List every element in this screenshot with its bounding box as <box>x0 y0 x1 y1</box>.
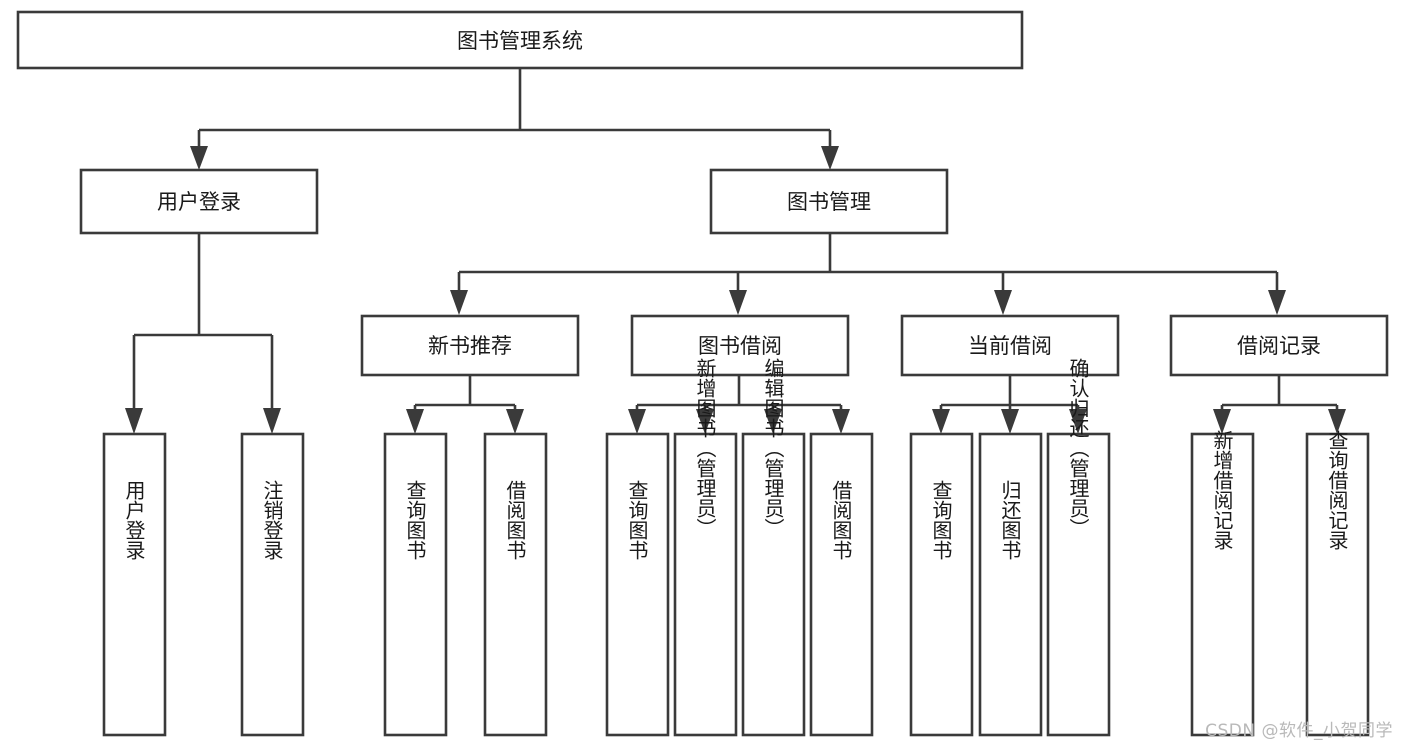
node-book-borrow-box[interactable] <box>630 314 850 377</box>
arrow-head-icon <box>406 409 424 434</box>
node-book-manage-box[interactable] <box>709 168 949 235</box>
leaf-br-add-record-label: 新增借阅记录 <box>1210 430 1234 550</box>
node-user-login-label: 用户登录 <box>157 190 241 214</box>
arrow-head-icon <box>1268 290 1286 315</box>
connector-group-root <box>190 68 839 170</box>
leaf-bb-query-book-box[interactable] <box>605 432 670 737</box>
leaf-nb-borrow-book-box[interactable] <box>483 432 548 737</box>
leaf-bb-borrow-book-label: 借阅图书 <box>829 480 853 560</box>
leaf-logout-box[interactable] <box>240 432 305 737</box>
leaf-cb-return-book[interactable]: 归还图书 <box>978 432 1043 737</box>
node-book-borrow-label: 图书借阅 <box>698 334 782 358</box>
leaf-nb-query-book-label: 查询图书 <box>403 480 427 560</box>
leaf-bb-query-book[interactable]: 查询图书 <box>605 432 670 737</box>
node-current-borrow-label: 当前借阅 <box>968 334 1052 358</box>
arrow-head-icon <box>994 290 1012 315</box>
leaf-bb-edit-book-label: 编辑图书（管理员） <box>761 358 785 538</box>
leaf-cb-return-book-box[interactable] <box>978 432 1043 737</box>
leaf-bb-borrow-book-box[interactable] <box>809 432 874 737</box>
connector-group-borrow-record <box>1213 375 1346 434</box>
connector-group-user-login <box>125 233 281 434</box>
leaf-cb-return-book-label: 归还图书 <box>998 480 1022 560</box>
leaf-cb-confirm-return[interactable]: 确认归还（管理员） <box>1046 358 1111 737</box>
leaf-bb-edit-book[interactable]: 编辑图书（管理员） <box>741 358 806 737</box>
node-root-label: 图书管理系统 <box>457 29 583 53</box>
arrow-head-icon <box>125 408 143 434</box>
arrow-head-icon <box>729 290 747 315</box>
connector-group-book-borrow <box>628 375 850 434</box>
node-new-book-recommend-label: 新书推荐 <box>428 334 512 358</box>
leaf-bb-borrow-book[interactable]: 借阅图书 <box>809 432 874 737</box>
arrow-head-icon <box>190 146 208 170</box>
arrow-head-icon <box>696 409 714 434</box>
node-book-manage[interactable]: 图书管理 <box>709 168 949 235</box>
node-borrow-record-label: 借阅记录 <box>1237 334 1321 358</box>
arrow-head-icon <box>263 408 281 434</box>
leaf-br-add-record-box[interactable] <box>1190 432 1255 737</box>
watermark-text: CSDN @软件_小贺同学 <box>1205 721 1393 741</box>
leaf-cb-query-book[interactable]: 查询图书 <box>909 432 974 737</box>
leaf-user-login-label: 用户登录 <box>122 480 146 560</box>
leaf-br-add-record[interactable]: 新增借阅记录 <box>1190 430 1255 737</box>
leaf-br-query-record[interactable]: 查询借阅记录 <box>1305 430 1370 737</box>
leaf-br-query-record-box[interactable] <box>1305 432 1370 737</box>
leaf-bb-edit-book-box[interactable] <box>741 432 806 737</box>
arrow-head-icon <box>821 146 839 170</box>
arrow-head-icon <box>832 409 850 434</box>
leaf-cb-confirm-return-label: 确认归还（管理员） <box>1066 358 1090 538</box>
arrow-head-icon <box>450 290 468 315</box>
leaf-bb-query-book-label: 查询图书 <box>625 480 649 560</box>
leaf-user-login-box[interactable] <box>102 432 167 737</box>
leaf-cb-query-book-box[interactable] <box>909 432 974 737</box>
arrow-head-icon <box>1069 409 1087 434</box>
arrow-head-icon <box>1001 409 1019 434</box>
node-root[interactable]: 图书管理系统 <box>16 10 1024 70</box>
leaf-nb-query-book[interactable]: 查询图书 <box>383 432 448 737</box>
connector-group-current-borrow <box>932 375 1087 434</box>
arrow-head-icon <box>1328 409 1346 434</box>
leaf-br-query-record-label: 查询借阅记录 <box>1325 430 1349 550</box>
leaf-cb-query-book-label: 查询图书 <box>929 480 953 560</box>
node-borrow-record[interactable]: 借阅记录 <box>1169 314 1389 377</box>
leaf-logout[interactable]: 注销登录 <box>240 432 305 737</box>
node-book-manage-label: 图书管理 <box>787 190 871 214</box>
node-user-login-box[interactable] <box>79 168 319 235</box>
connector-group-book-manage <box>450 233 1286 315</box>
leaf-logout-label: 注销登录 <box>260 480 284 560</box>
node-book-borrow[interactable]: 图书借阅 <box>630 314 850 377</box>
leaf-cb-confirm-return-box[interactable] <box>1046 432 1111 737</box>
arrow-head-icon <box>506 409 524 434</box>
leaf-bb-add-book-label: 新增图书（管理员） <box>693 358 717 538</box>
leaf-user-login[interactable]: 用户登录 <box>102 432 167 737</box>
leaf-nb-borrow-book[interactable]: 借阅图书 <box>483 432 548 737</box>
arrow-head-icon <box>1213 409 1231 434</box>
leaf-bb-add-book[interactable]: 新增图书（管理员） <box>673 358 738 737</box>
node-current-borrow[interactable]: 当前借阅 <box>900 314 1120 377</box>
arrow-head-icon <box>628 409 646 434</box>
node-user-login[interactable]: 用户登录 <box>79 168 319 235</box>
node-root-box[interactable] <box>16 10 1024 70</box>
leaf-nb-borrow-book-label: 借阅图书 <box>503 480 527 560</box>
node-borrow-record-box[interactable] <box>1169 314 1389 377</box>
leaf-bb-add-book-box[interactable] <box>673 432 738 737</box>
connector-group-new-book <box>406 375 524 434</box>
arrow-head-icon <box>764 409 782 434</box>
node-new-book-recommend[interactable]: 新书推荐 <box>360 314 580 377</box>
node-current-borrow-box[interactable] <box>900 314 1120 377</box>
leaf-nb-query-book-box[interactable] <box>383 432 448 737</box>
node-new-book-recommend-box[interactable] <box>360 314 580 377</box>
arrow-head-icon <box>932 409 950 434</box>
